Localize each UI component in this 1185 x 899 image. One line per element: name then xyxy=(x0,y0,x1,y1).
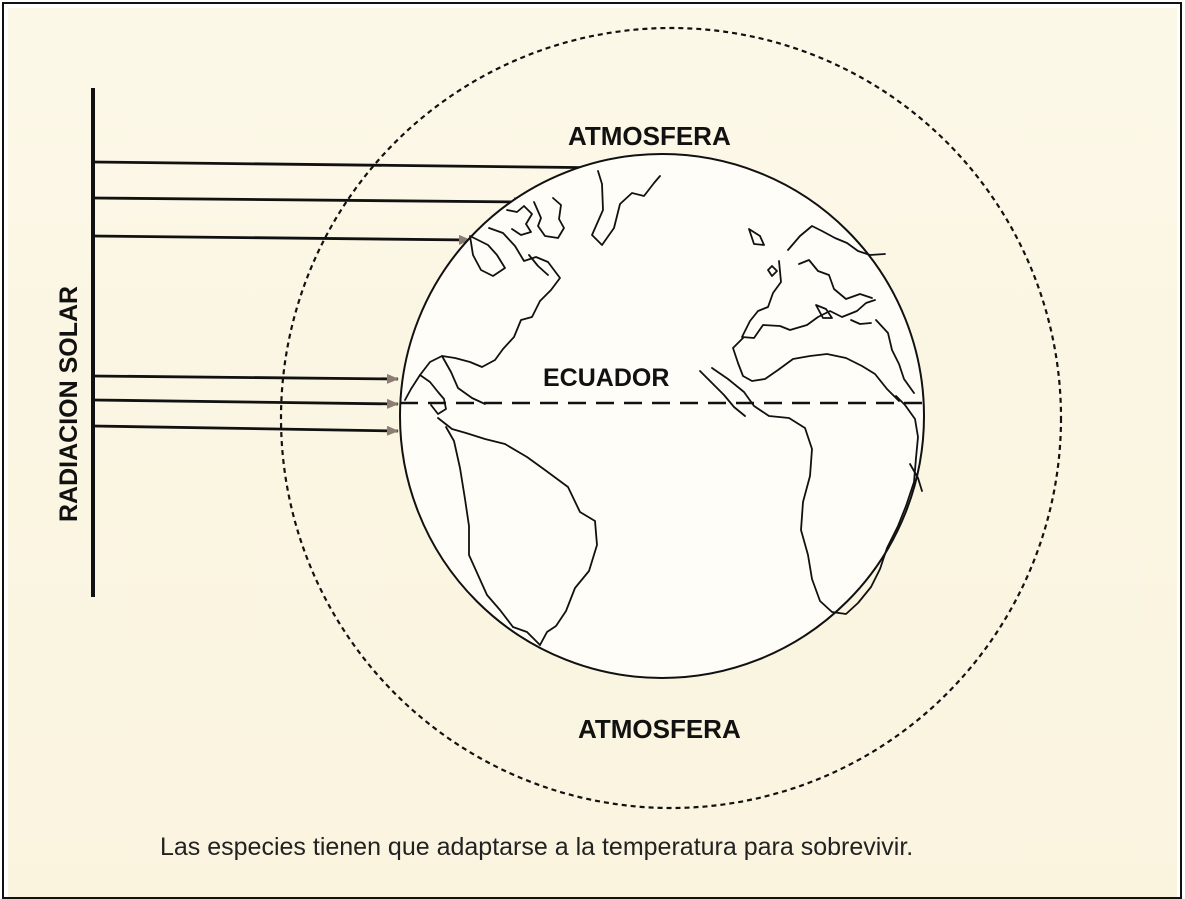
earth-continents xyxy=(404,170,923,646)
caption-text: Las especies tienen que adaptarse a la t… xyxy=(160,833,913,861)
solar-ray-3 xyxy=(92,234,471,245)
earth-outline xyxy=(399,153,925,679)
solar-radiation-label: RADIACION SOLAR xyxy=(55,286,83,522)
solar-ray-6 xyxy=(92,424,399,436)
solar-ray-5 xyxy=(92,398,399,409)
solar-ray-2 xyxy=(92,196,526,207)
atmosphere-boundary xyxy=(279,26,1063,810)
solar-rays xyxy=(92,160,621,436)
solar-ray-1 xyxy=(92,160,621,173)
atmosphere-top-label: ATMOSFERA xyxy=(568,121,731,151)
equator-label: ECUADOR xyxy=(543,364,669,392)
solar-ray-4 xyxy=(92,373,399,384)
atmosphere-bottom-label: ATMOSFERA xyxy=(578,714,741,744)
